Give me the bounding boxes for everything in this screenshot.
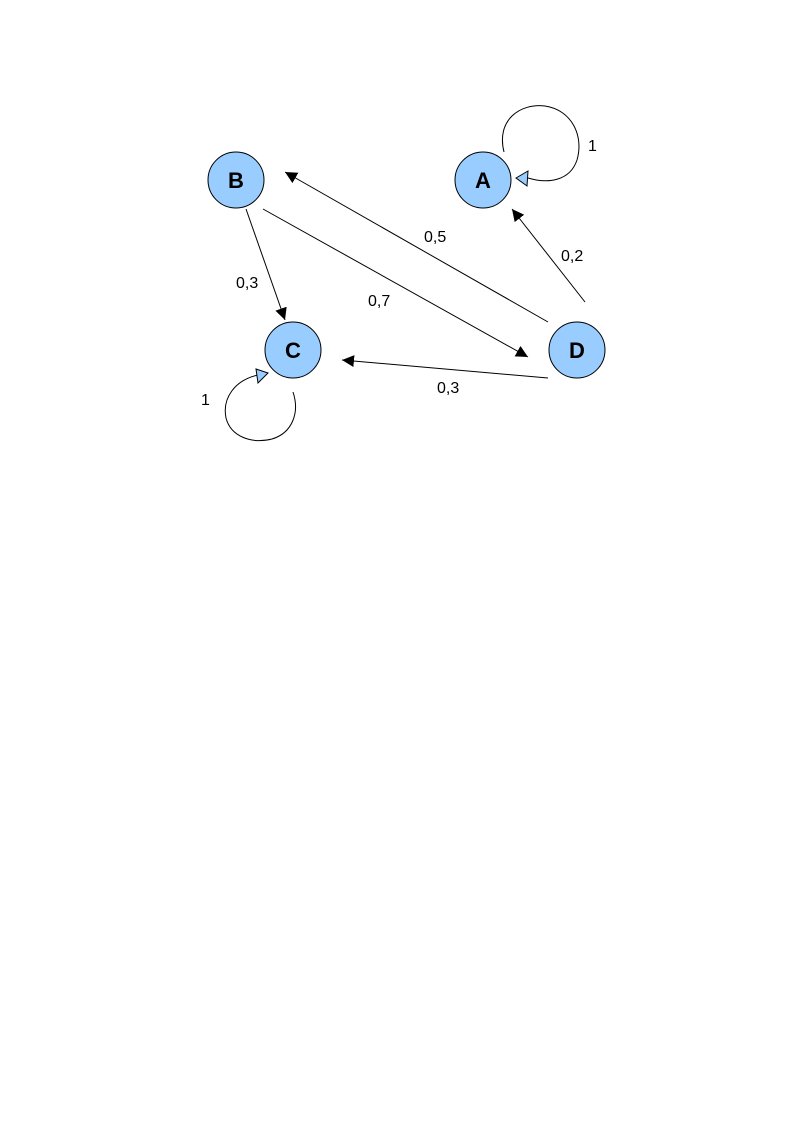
edge-d-to-a: 0,2 (511, 208, 586, 303)
edge-label-b-c: 0,3 (236, 275, 258, 292)
edge-label-d-c: 0,3 (437, 380, 459, 397)
node-d: D (548, 321, 606, 379)
self-loop-arrow-icon (515, 170, 529, 187)
node-label-b: B (228, 168, 244, 193)
node-b: B (207, 151, 265, 209)
edge-b-to-c: 0,3 (236, 208, 287, 321)
edge-label-c-c: 1 (201, 392, 210, 409)
node-label-a: A (475, 168, 491, 193)
edge-a-to-a: 1 (502, 105, 597, 187)
edge-label-a-a: 1 (588, 138, 597, 155)
node-c: C (264, 321, 322, 379)
edge-label-d-b: 0,5 (424, 229, 446, 246)
edge-c-to-c: 1 (201, 368, 296, 441)
edge-label-b-d: 0,7 (368, 293, 390, 310)
node-label-c: C (285, 338, 301, 363)
edge-label-d-a: 0,2 (561, 248, 583, 265)
edge-d-to-c: 0,3 (341, 355, 549, 397)
self-loop-arrow-icon (255, 368, 269, 385)
edge-b-to-d: 0,7 (262, 208, 529, 358)
edge-d-to-b: 0,5 (284, 171, 549, 323)
node-a: A (454, 151, 512, 209)
node-label-d: D (569, 338, 585, 363)
